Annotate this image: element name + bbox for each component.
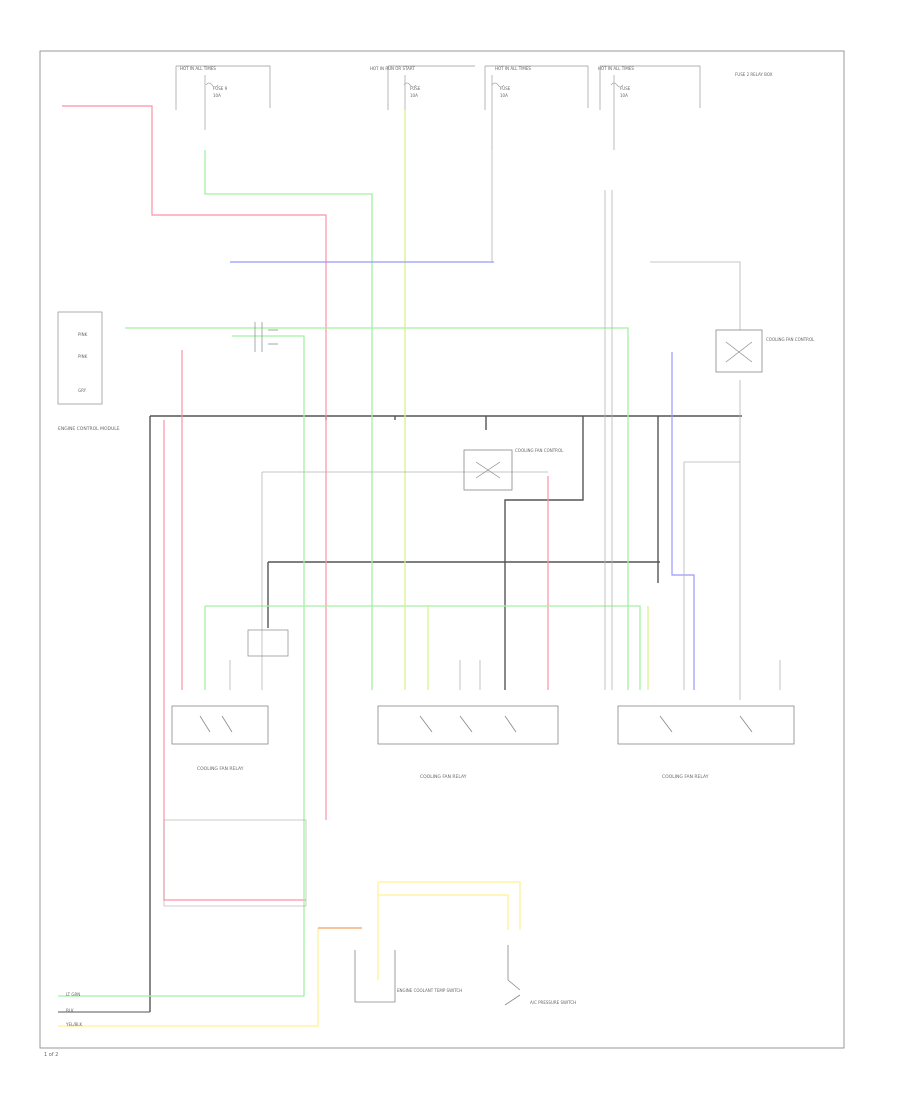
svg-text:PINK: PINK [78,354,88,359]
bottom-labels: ENGINE COOLANT TEMP SWITCH A/C PRESSURE … [65,988,576,1027]
svg-text:PINK: PINK [78,332,88,337]
svg-text:10A: 10A [500,93,508,98]
fuse-boxes [175,65,701,110]
svg-text:FUSE 2 RELAY BOX: FUSE 2 RELAY BOX [735,72,773,77]
svg-text:GRY: GRY [78,388,87,393]
center-fan-control: COOLING FAN CONTROL [463,448,564,491]
diagram-frame [39,50,845,1049]
fuse-labels: HOT IN ALL TIMES FUSE 9 10A HOT IN RUN O… [180,66,773,98]
svg-text:COOLING FAN RELAY: COOLING FAN RELAY [662,774,709,780]
ground-bus [58,415,742,1013]
svg-text:10A: 10A [620,93,628,98]
svg-text:BLK: BLK [66,1008,74,1013]
svg-text:COOLING FAN RELAY: COOLING FAN RELAY [197,766,244,772]
svg-text:FUSE 9: FUSE 9 [213,86,228,91]
svg-text:FUSE: FUSE [410,86,421,91]
relay-labels: COOLING FAN RELAY COOLING FAN RELAY COOL… [197,766,709,780]
yellow-wire [58,881,521,1027]
page-number: 1 of 2 [44,1052,58,1058]
svg-text:COOLING FAN CONTROL: COOLING FAN CONTROL [515,448,564,453]
svg-text:HOT IN ALL TIMES: HOT IN ALL TIMES [495,66,531,71]
green-wire [58,150,641,997]
lower-left-frame [163,819,307,907]
svg-text:ENGINE CONTROL MODULE: ENGINE CONTROL MODULE [58,426,120,432]
yellow-green-wire [404,110,649,690]
junction-block [254,322,278,352]
svg-text:ENGINE COOLANT TEMP SWITCH: ENGINE COOLANT TEMP SWITCH [397,988,462,993]
relay-boxes [171,705,795,745]
svg-text:FUSE: FUSE [620,86,631,91]
svg-text:FUSE: FUSE [500,86,511,91]
right-fan-control: COOLING FAN CONTROL [715,329,815,373]
svg-text:YEL/BLK: YEL/BLK [65,1022,83,1027]
svg-text:COOLING FAN CONTROL: COOLING FAN CONTROL [766,337,815,342]
svg-text:COOLING FAN RELAY: COOLING FAN RELAY [420,774,467,780]
red-wire [62,105,549,901]
bottom-components [354,945,521,1006]
ecm-connector: PINK PINK GRY ENGINE CONTROL MODULE [57,311,120,432]
svg-text:10A: 10A [213,93,221,98]
fuse-symbols [204,75,624,150]
svg-text:10A: 10A [410,93,418,98]
svg-text:HOT IN RUN OR START: HOT IN RUN OR START [370,66,415,71]
svg-text:HOT IN ALL TIMES: HOT IN ALL TIMES [180,66,216,71]
svg-text:A/C PRESSURE SWITCH: A/C PRESSURE SWITCH [530,1000,576,1005]
gray-wires [229,150,781,700]
svg-text:LT GRN: LT GRN [66,992,80,997]
left-switch [247,629,289,657]
svg-text:HOT IN ALL TIMES: HOT IN ALL TIMES [598,66,634,71]
blue-wire [230,261,695,690]
